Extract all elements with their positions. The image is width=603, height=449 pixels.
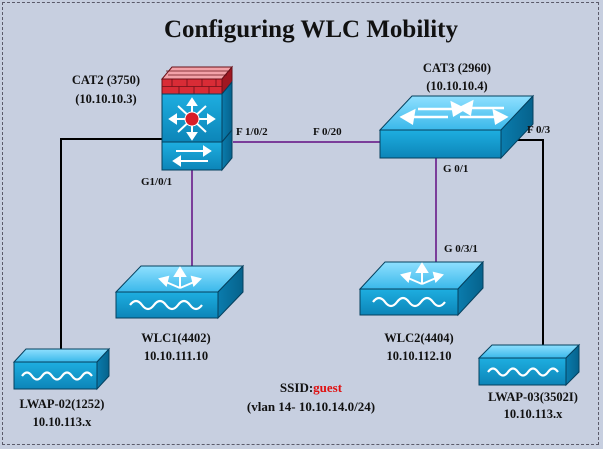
wlc1-controller[interactable] — [114, 264, 245, 320]
cat3-name-label: CAT3 (2960) — [423, 61, 491, 75]
ssid-label: SSID:guest — [280, 380, 343, 395]
wlc2-ip-label: 10.10.112.10 — [387, 349, 452, 363]
lwap02-ip-label: 10.10.113.x — [33, 415, 92, 429]
wlc2-name-label: WLC2(4404) — [384, 331, 453, 345]
diagram-border — [2, 2, 599, 445]
wlc1-name-label: WLC1(4402) — [141, 331, 210, 345]
wlc1-ip-label: 10.10.111.10 — [144, 349, 208, 363]
port-label-cat2-f102: F 1/0/2 — [236, 126, 268, 138]
port-label-cat2-g101: G1/0/1 — [141, 176, 172, 188]
port-label-wlc2-g031: G 0/3/1 — [444, 243, 478, 255]
ssid-prefix: SSID: — [280, 380, 313, 395]
port-label-cat3-f020: F 0/20 — [313, 126, 342, 138]
ssid-name: guest — [313, 380, 343, 395]
lwap03-name-label: LWAP-03(3502I) — [488, 390, 578, 404]
diagram-title: Configuring WLC Mobility — [164, 16, 459, 43]
cat3-switch[interactable] — [378, 94, 535, 160]
cat2-ip-label: (10.10.10.3) — [75, 92, 136, 106]
cat3-ip-label: (10.10.10.4) — [426, 79, 487, 93]
port-label-cat3-g01: G 0/1 — [443, 163, 468, 175]
cat2-name-label: CAT2 (3750) — [72, 73, 140, 87]
link-cat2-lwap02 — [60, 138, 162, 350]
lwap02-access-point[interactable] — [12, 347, 111, 391]
lwap03-access-point[interactable] — [477, 343, 581, 387]
lwap03-ip-label: 10.10.113.x — [504, 407, 563, 421]
cat2-switch[interactable] — [160, 65, 234, 172]
ssid-vlan-label: (vlan 14- 10.10.14.0/24) — [247, 399, 375, 414]
lwap02-name-label: LWAP-02(1252) — [20, 397, 105, 411]
wlc2-controller[interactable] — [358, 260, 485, 317]
link-cat3-lwap03 — [501, 139, 544, 345]
port-label-cat3-f03: F 0/3 — [527, 124, 551, 136]
